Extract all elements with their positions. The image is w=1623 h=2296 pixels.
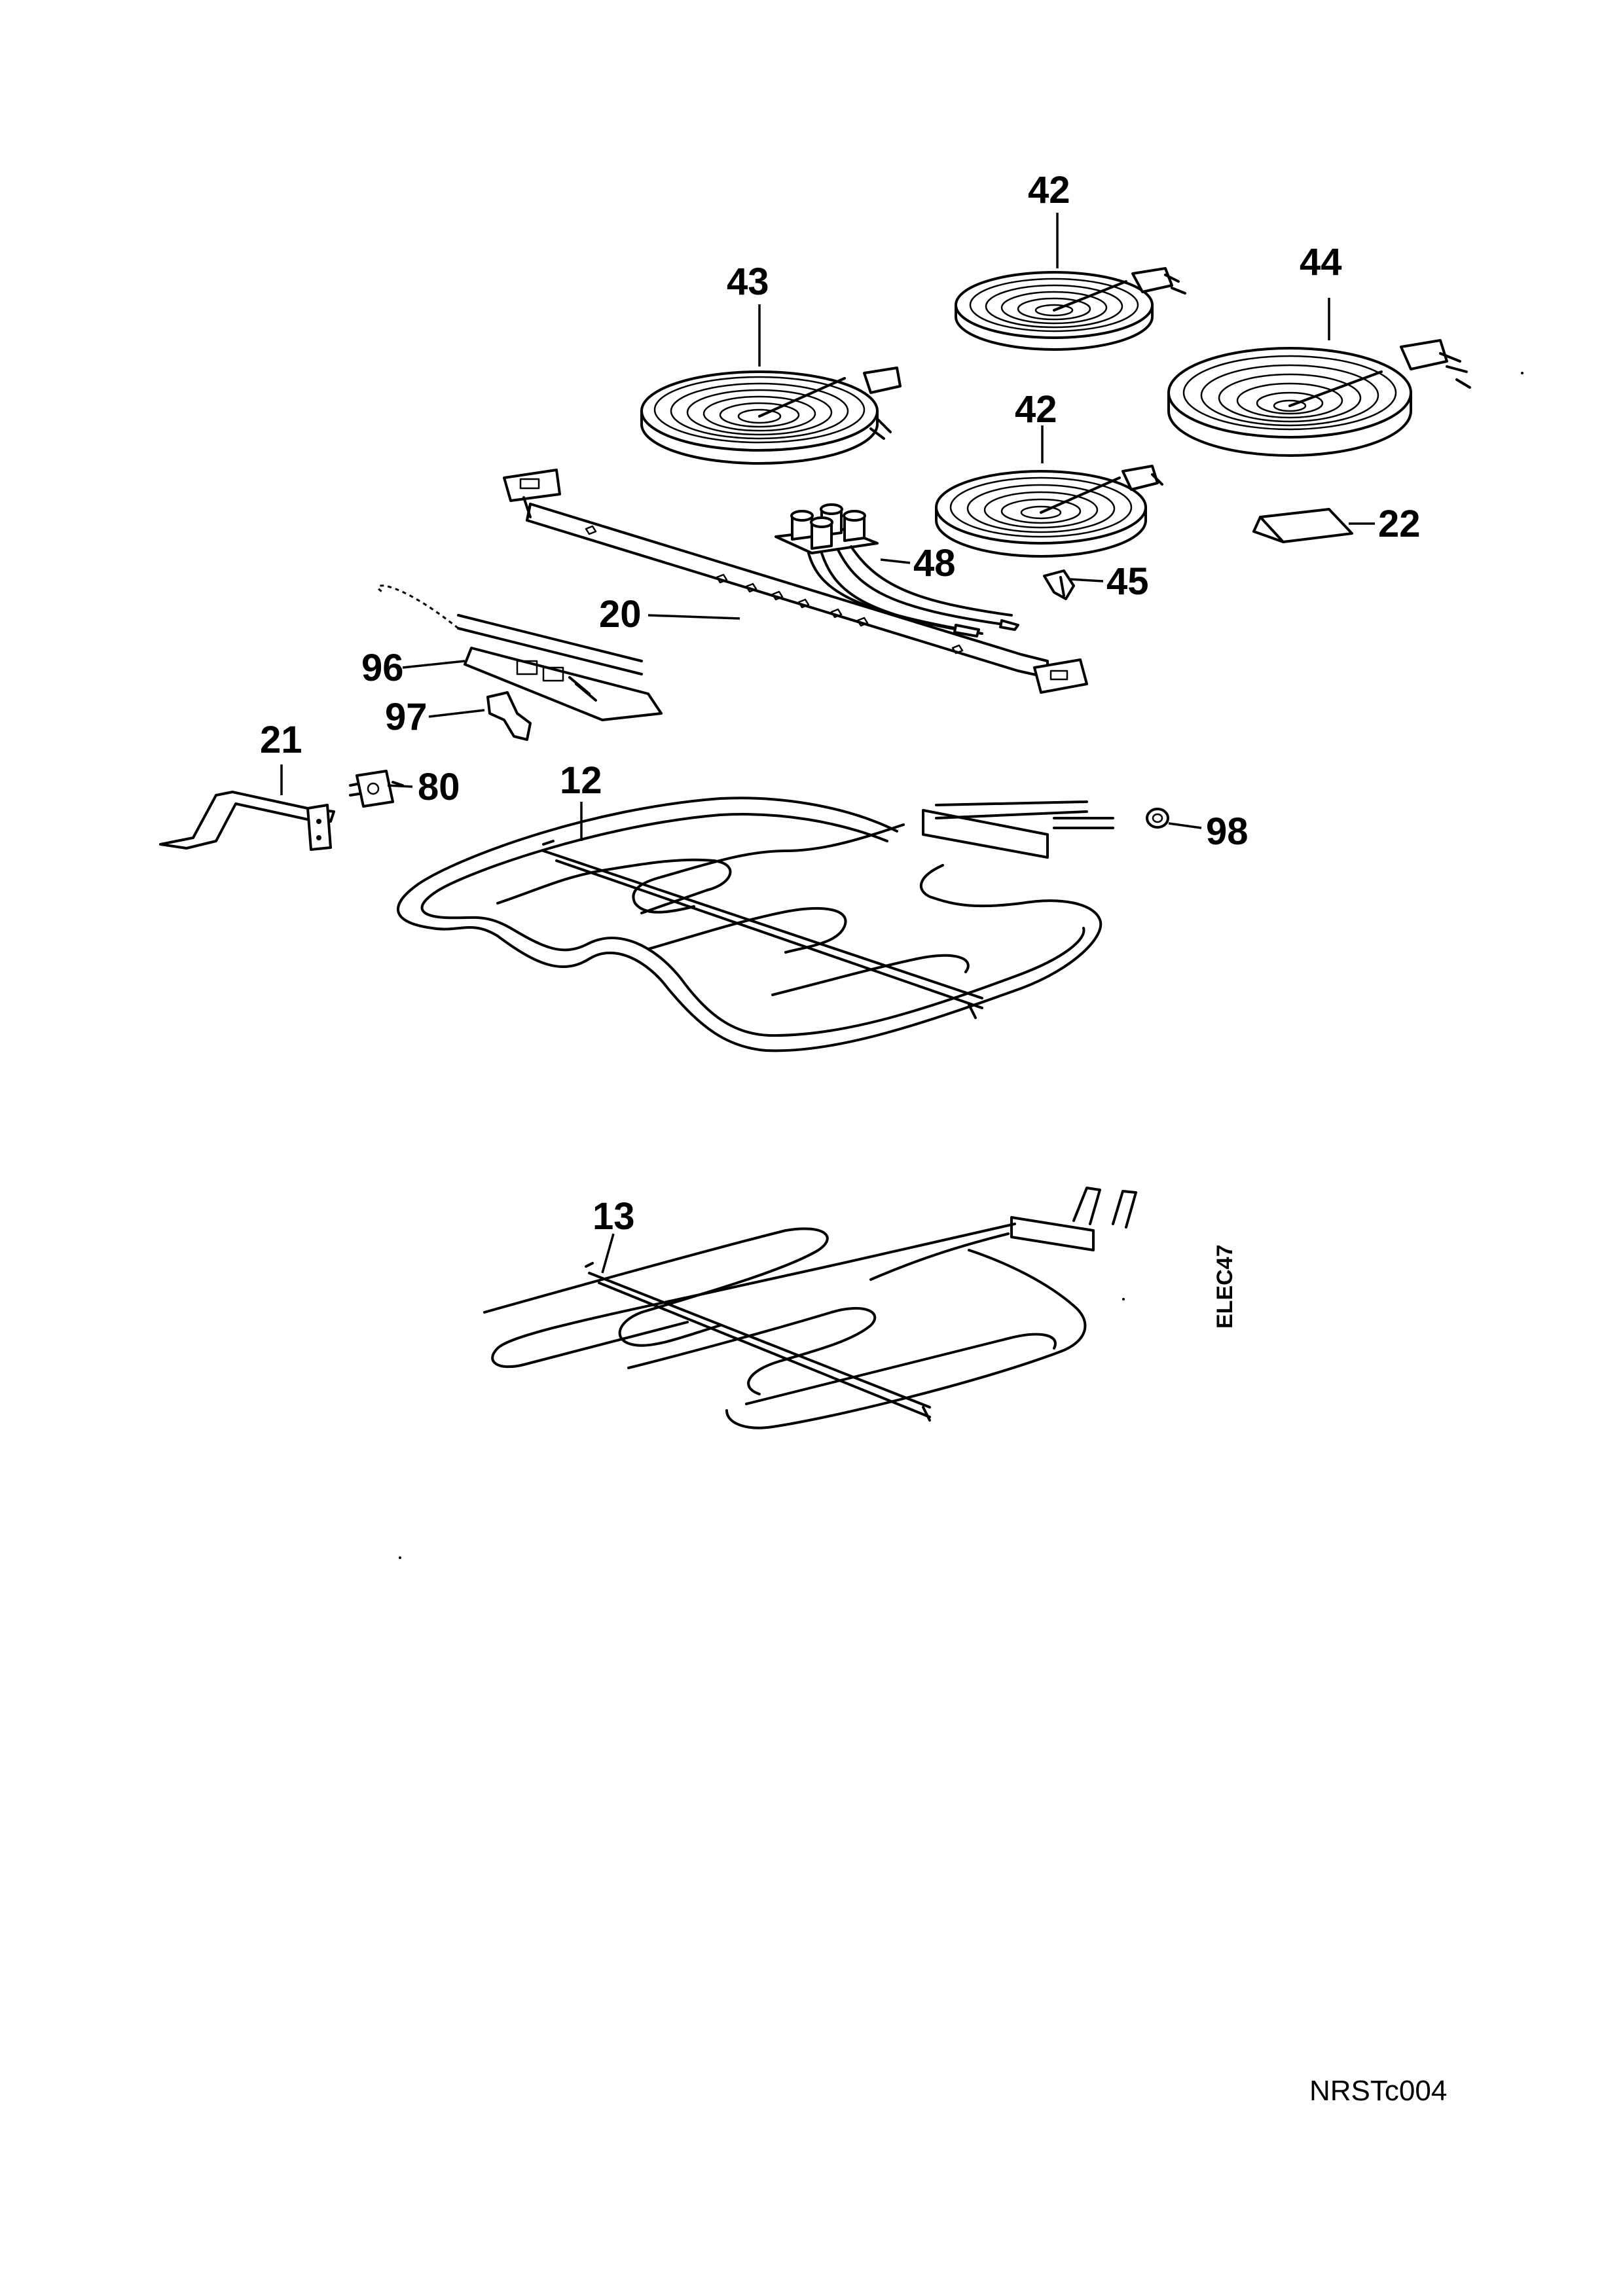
label-22: 22	[1378, 503, 1421, 545]
label-97: 97	[385, 696, 428, 738]
clamp-80	[349, 770, 404, 808]
label-44: 44	[1300, 241, 1342, 283]
bracket-22	[1252, 508, 1353, 543]
label-42-top: 42	[1028, 169, 1070, 211]
bracket-21	[159, 791, 335, 851]
label-98: 98	[1206, 810, 1249, 853]
hotplate-43	[640, 367, 902, 465]
label-43: 43	[727, 260, 769, 303]
hotplate-44	[1167, 339, 1471, 457]
label-42-middle: 42	[1015, 388, 1057, 431]
label-48: 48	[913, 542, 956, 584]
spring-clip-97	[486, 691, 532, 741]
clip-45	[1043, 569, 1075, 600]
grommet-98	[1146, 808, 1169, 829]
label-13: 13	[593, 1195, 635, 1238]
switch-96	[377, 584, 663, 721]
heating-element-12	[397, 797, 1114, 1052]
label-80: 80	[418, 766, 460, 808]
sheet-code: NRSTc004	[1309, 2075, 1448, 2107]
label-12: 12	[560, 759, 602, 802]
label-21: 21	[260, 719, 302, 761]
label-45: 45	[1106, 560, 1149, 603]
hotplate-42-middle	[935, 465, 1163, 558]
heating-element-13	[483, 1187, 1137, 1429]
rail-20	[503, 469, 1088, 694]
label-96: 96	[361, 647, 404, 689]
label-20: 20	[599, 593, 642, 636]
hotplate-42-top	[955, 267, 1186, 351]
terminal-block-48	[775, 503, 1019, 637]
leader-lines	[280, 213, 1375, 1274]
drawing-code: ELEC47	[1213, 1245, 1237, 1329]
